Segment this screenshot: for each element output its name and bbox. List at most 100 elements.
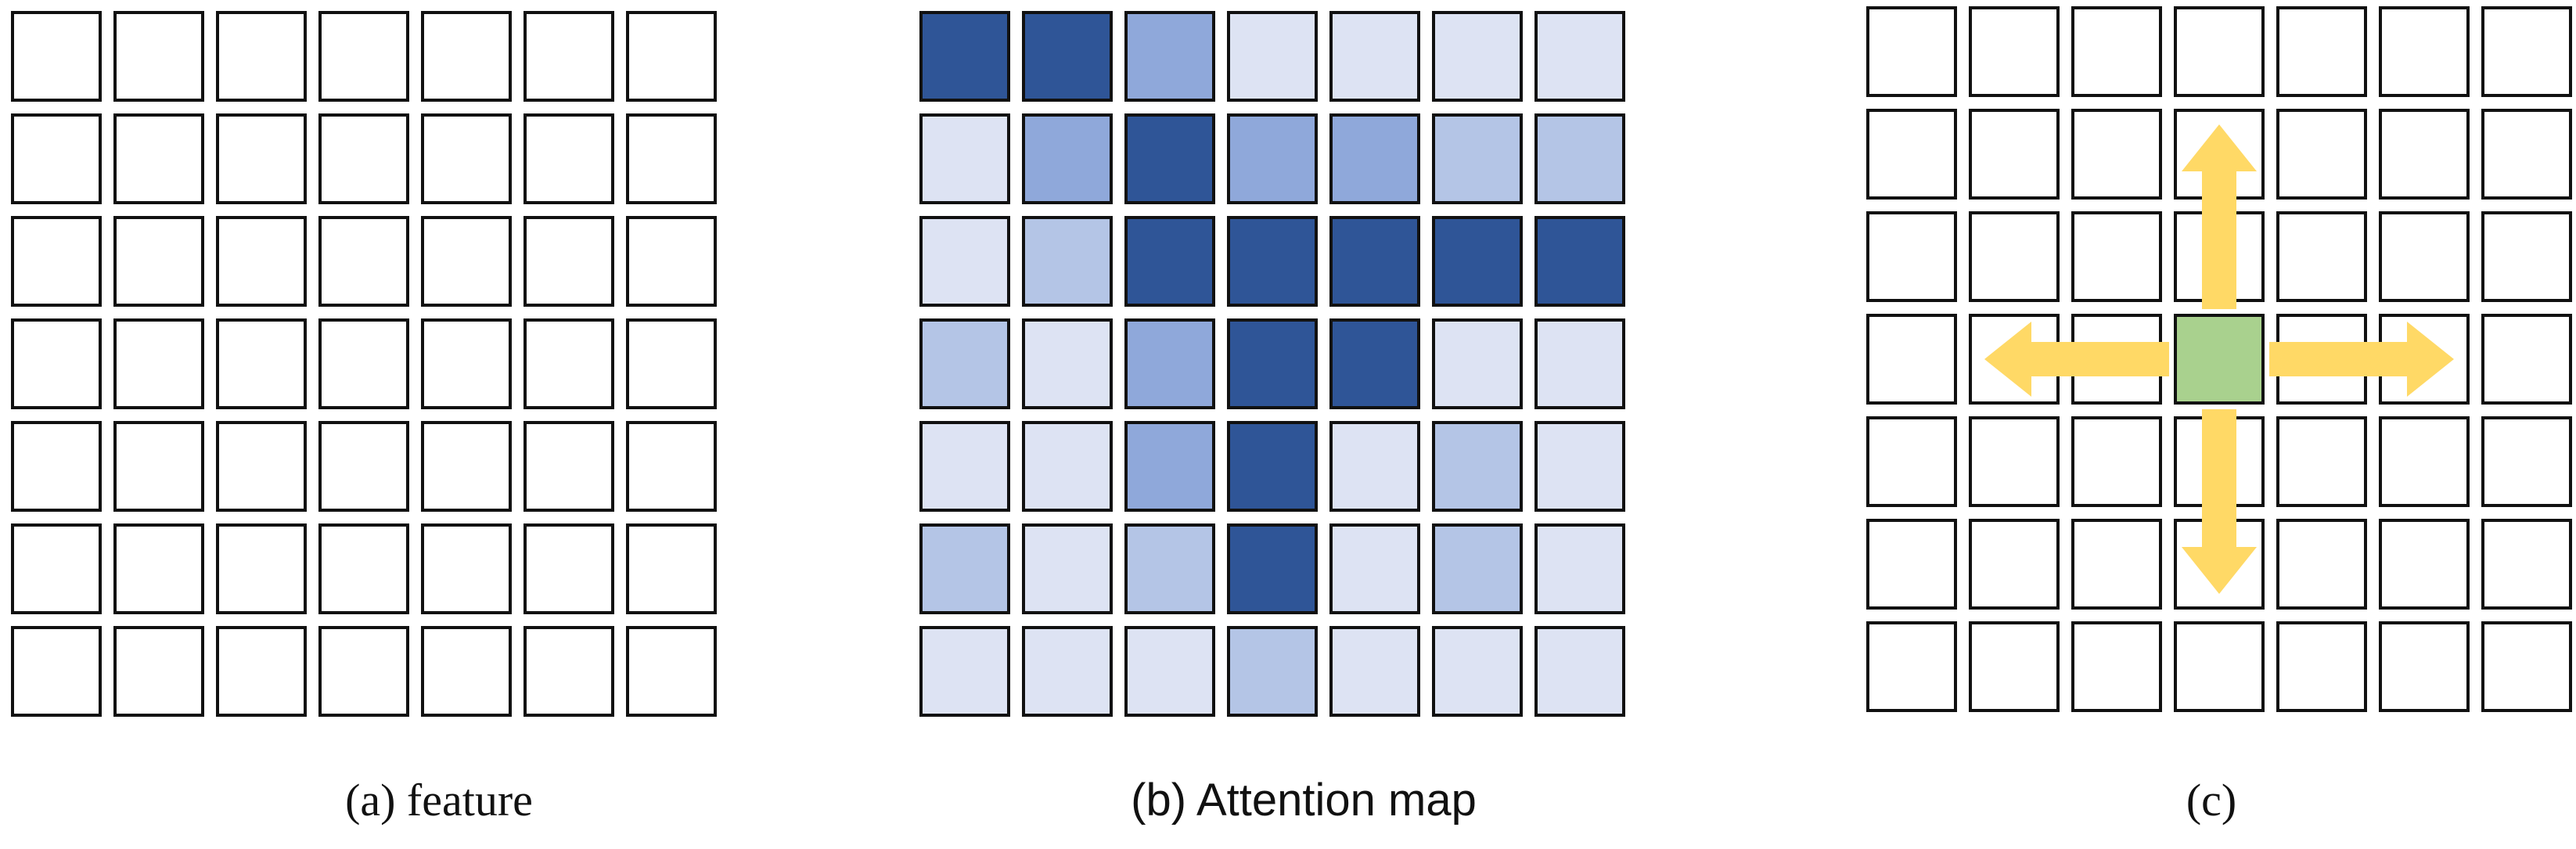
- grid-cell: [2071, 621, 2162, 712]
- feature-cell: [216, 113, 307, 204]
- attention-cell: [1432, 216, 1523, 307]
- feature-cell: [113, 11, 204, 102]
- grid-cell: [2481, 621, 2572, 712]
- feature-cell: [216, 318, 307, 409]
- attention-cell: [1329, 523, 1420, 614]
- feature-cell: [113, 216, 204, 307]
- attention-cell: [1124, 523, 1215, 614]
- grid-cell: [2379, 109, 2470, 200]
- attention-cell: [1329, 11, 1420, 102]
- feature-cell: [318, 216, 409, 307]
- feature-cell: [11, 626, 102, 717]
- feature-cell: [523, 421, 614, 512]
- caption-feature: (a) feature: [345, 775, 533, 826]
- feature-cell: [113, 318, 204, 409]
- attention-cell: [919, 318, 1010, 409]
- attention-cell: [1329, 216, 1420, 307]
- criss-cross-grid: [1866, 6, 2572, 712]
- feature-cell: [216, 11, 307, 102]
- caption-c: (c): [2186, 775, 2237, 826]
- feature-cell: [11, 421, 102, 512]
- feature-cell: [421, 421, 512, 512]
- attention-cell: [1534, 626, 1625, 717]
- grid-cell: [1866, 109, 1957, 200]
- feature-cell: [523, 318, 614, 409]
- feature-cell: [626, 626, 717, 717]
- feature-cell: [318, 318, 409, 409]
- center-cell: [2174, 314, 2265, 405]
- attention-cell: [1124, 11, 1215, 102]
- grid-cell: [2481, 211, 2572, 302]
- attention-cell: [1022, 318, 1113, 409]
- feature-cell: [11, 523, 102, 614]
- grid-cell: [2071, 416, 2162, 507]
- grid-cell: [2481, 109, 2572, 200]
- attention-cell: [919, 113, 1010, 204]
- attention-cell: [1329, 113, 1420, 204]
- grid-cell: [2481, 519, 2572, 610]
- grid-cell: [2379, 211, 2470, 302]
- grid-cell: [2174, 6, 2265, 97]
- attention-cell: [1534, 216, 1625, 307]
- attention-cell: [919, 216, 1010, 307]
- arrow-left-icon: [1984, 322, 2169, 397]
- attention-cell: [1329, 421, 1420, 512]
- attention-cell: [1227, 318, 1318, 409]
- grid-cell: [2276, 6, 2367, 97]
- attention-cell: [1022, 11, 1113, 102]
- grid-cell: [1866, 6, 1957, 97]
- feature-cell: [626, 318, 717, 409]
- attention-cell: [1534, 421, 1625, 512]
- grid-cell: [2071, 6, 2162, 97]
- grid-cell: [1969, 211, 2060, 302]
- feature-cell: [11, 318, 102, 409]
- attention-cell: [919, 523, 1010, 614]
- attention-cell: [1534, 11, 1625, 102]
- arrow-down-icon: [2182, 409, 2257, 594]
- attention-cell: [1124, 113, 1215, 204]
- attention-cell: [1432, 626, 1523, 717]
- grid-cell: [2379, 416, 2470, 507]
- caption-attention-map: (b) Attention map: [1131, 775, 1477, 826]
- grid-cell: [2379, 6, 2470, 97]
- feature-cell: [11, 113, 102, 204]
- feature-grid: [11, 11, 717, 717]
- attention-cell: [919, 626, 1010, 717]
- grid-cell: [1866, 621, 1957, 712]
- feature-cell: [626, 421, 717, 512]
- grid-cell: [1969, 621, 2060, 712]
- feature-cell: [318, 113, 409, 204]
- grid-cell: [1866, 314, 1957, 405]
- attention-cell: [1432, 113, 1523, 204]
- feature-cell: [11, 216, 102, 307]
- attention-cell: [1022, 421, 1113, 512]
- feature-cell: [523, 216, 614, 307]
- feature-cell: [421, 216, 512, 307]
- feature-cell: [626, 11, 717, 102]
- grid-cell: [2276, 416, 2367, 507]
- attention-cell: [919, 421, 1010, 512]
- attention-cell: [1432, 318, 1523, 409]
- grid-cell: [1969, 416, 2060, 507]
- arrow-right-icon: [2269, 322, 2454, 397]
- feature-cell: [421, 113, 512, 204]
- attention-cell: [1329, 318, 1420, 409]
- grid-cell: [2481, 6, 2572, 97]
- grid-cell: [1866, 211, 1957, 302]
- attention-cell: [1534, 113, 1625, 204]
- attention-cell: [1534, 523, 1625, 614]
- grid-cell: [1866, 519, 1957, 610]
- attention-cell: [1022, 626, 1113, 717]
- grid-cell: [1866, 416, 1957, 507]
- feature-cell: [523, 523, 614, 614]
- attention-cell: [1022, 523, 1113, 614]
- feature-cell: [318, 626, 409, 717]
- feature-cell: [421, 626, 512, 717]
- grid-cell: [2276, 109, 2367, 200]
- grid-cell: [2481, 314, 2572, 405]
- attention-cell: [1227, 421, 1318, 512]
- feature-cell: [216, 421, 307, 512]
- attention-cell: [1432, 523, 1523, 614]
- feature-cell: [421, 318, 512, 409]
